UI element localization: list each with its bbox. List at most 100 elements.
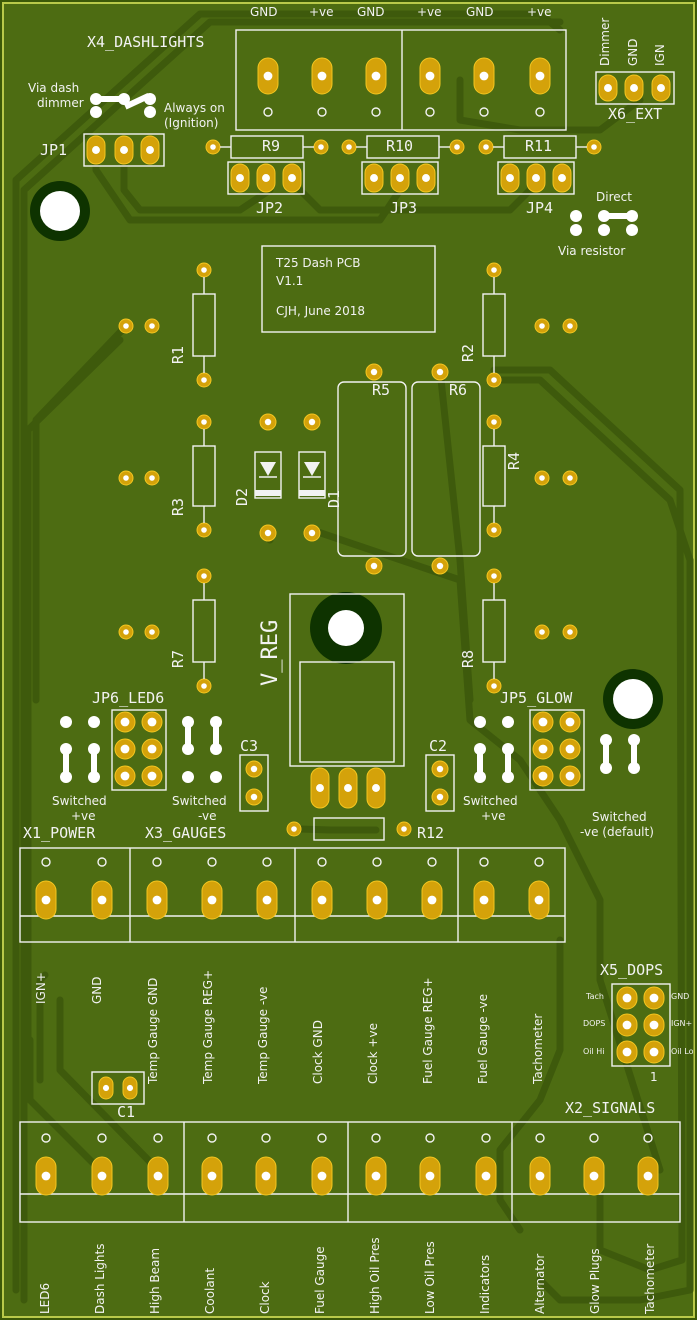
x2-pad-drill [261,1171,271,1181]
r-vert-pad-drill [201,683,207,689]
x1x3-test-hole [262,857,272,867]
x4-outline [235,29,567,131]
c1-pad-drill [102,1084,110,1092]
jp1-outline [83,133,165,167]
cap-outline [239,754,269,812]
spare-via-drill [539,323,545,329]
r-vert-pad-drill [491,527,497,533]
direct-bridge [604,213,632,219]
r12-pad-drill [291,826,297,832]
big-resistor-pad-drill [436,562,444,570]
diode-band [299,490,325,496]
jp-header-pad-drill [565,717,575,727]
spare-via-drill [567,323,573,329]
jumper-solder-dot [210,771,222,783]
x2-outline [19,1121,681,1223]
spare-via-drill [123,323,129,329]
jp1-pad-drill [92,146,100,154]
x5-pad-drill [622,993,632,1003]
copper-traces [12,10,694,1304]
jp-header-outline [111,709,167,791]
x2-pad-drill [207,1171,217,1181]
x2-test-hole [481,1133,491,1143]
x2-pad-drill [643,1171,653,1181]
x2-test-hole [41,1133,51,1143]
r-top-pad-drill [591,144,597,150]
x2-test-hole [97,1133,107,1143]
direct-dot [570,224,582,236]
x2-test-hole [207,1133,217,1143]
jp-header-pad-drill [147,744,157,754]
big-resistor-body [337,381,407,557]
diode-band [255,490,281,496]
x1x3-test-hole [479,857,489,867]
x5-pad-drill [622,1047,632,1057]
x4-test-hole [425,107,435,117]
jp-header-pad-drill [565,771,575,781]
r-top-pad-drill [346,144,352,150]
jp-header-pad-drill [538,744,548,754]
x1x3-test-hole [534,857,544,867]
x4-pad-drill [535,71,545,81]
jp-top-pad-drill [370,174,378,182]
x1x3-test-hole [97,857,107,867]
x1x3-pad-drill [534,895,544,905]
direct-dot [598,224,610,236]
x4-test-hole [371,107,381,117]
jp-header-pad-drill [565,744,575,754]
diode-symbol [260,462,276,476]
r-top-pad-drill [454,144,460,150]
jp-top-pad-drill [288,174,296,182]
x1x3-test-hole [207,857,217,867]
vreg-pad-drill [316,784,324,792]
x1x3-pad-drill [207,895,217,905]
jp-top-outline [497,161,575,195]
jp1-solder-dot [90,106,102,118]
vreg-pad-drill [344,784,352,792]
direct-dot [626,224,638,236]
r-vert-pad-drill [201,573,207,579]
diode-pad-drill [264,529,272,537]
x1x3-pad-drill [152,895,162,905]
jp-top-outline [227,161,305,195]
r12-pad-drill [401,826,407,832]
x2-test-hole [425,1133,435,1143]
x1x3-pad-drill [41,895,51,905]
x2-test-hole [317,1133,327,1143]
jp-top-pad-drill [262,174,270,182]
big-resistor-pad-drill [370,562,378,570]
spare-via-drill [567,475,573,481]
jp-header-pad-drill [147,717,157,727]
diode-symbol [304,462,320,476]
x2-pad-drill [97,1171,107,1181]
jp-top-pad-drill [422,174,430,182]
r-vert-pad-drill [201,419,207,425]
jumper-solder-dot [88,716,100,728]
x4-test-hole [535,107,545,117]
x1x3-pad-drill [427,895,437,905]
vreg-pad-drill [372,784,380,792]
diode-pad-drill [308,418,316,426]
x4-pad-drill [263,71,273,81]
jp-header-pad-drill [120,717,130,727]
x4-pad-drill [479,71,489,81]
spare-via-drill [539,629,545,635]
x1x3-test-hole [427,857,437,867]
r-vert-pad-drill [491,419,497,425]
jp-header-pad-drill [538,717,548,727]
r-vert-pad-drill [491,683,497,689]
x1x3-pad-drill [372,895,382,905]
x5-pad-drill [649,1047,659,1057]
x4-test-hole [317,107,327,117]
big-resistor-pad-drill [436,368,444,376]
c1-pad-drill [126,1084,134,1092]
x4-pad-drill [317,71,327,81]
jp-top-pad-drill [532,174,540,182]
x1x3-test-hole [41,857,51,867]
x4-pad-drill [425,71,435,81]
diode-body [254,451,282,499]
jp-top-pad-drill [506,174,514,182]
big-resistor-pad-drill [370,368,378,376]
